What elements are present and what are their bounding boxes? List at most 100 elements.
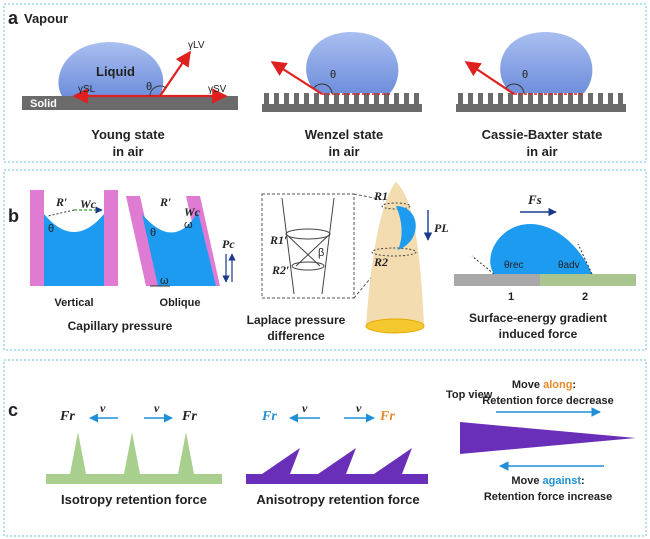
beta-line-2 [295, 233, 331, 267]
v-right-label: v [356, 401, 362, 415]
substrate-pillar [284, 93, 289, 105]
wedge-top-view [460, 422, 636, 454]
substrate-pillar [618, 93, 623, 105]
substrate-pillar [374, 93, 379, 105]
wenzel-caption-line2: in air [328, 144, 359, 159]
surface-caption-line1: Surface-energy gradient [469, 311, 607, 325]
zone-1-label: 1 [508, 291, 514, 303]
v-left-label: v [302, 401, 308, 415]
contact-tangent-arrow [464, 61, 515, 95]
surface-gradient-diagram: Fs θrec θadv 1 2 [454, 192, 636, 303]
substrate-pillar [568, 93, 573, 105]
fr-left-label: Fr [59, 409, 75, 424]
cone-edge-right [321, 197, 335, 295]
omega-label: ω [184, 219, 193, 231]
zone-1-surface [454, 274, 540, 286]
droplet [58, 42, 164, 96]
fs-label: Fs [527, 192, 542, 207]
top-view-diagram: Top view Move along: Retention force dec… [446, 379, 636, 503]
panel-a-border [3, 3, 647, 163]
substrate-pillar [334, 93, 339, 105]
theta-arc [149, 85, 167, 97]
substrate-pillar [344, 93, 349, 105]
substrate-pillar [314, 93, 319, 105]
move-along-word: along [543, 379, 572, 391]
substrate-pillar [588, 93, 593, 105]
move-against-suffix: : [581, 475, 585, 487]
fr-right-label: Fr [379, 409, 395, 424]
theta-label: θ [48, 223, 54, 235]
ratchet-1 [262, 448, 300, 474]
substrate-pillar [478, 93, 483, 105]
droplet [396, 206, 416, 250]
capillary-caption: Capillary pressure [68, 319, 173, 333]
left-wall [30, 190, 44, 286]
substrate-pillar [518, 93, 523, 105]
zone-2-surface [540, 274, 636, 286]
v-left-label: v [100, 401, 106, 415]
liquid-label: Liquid [96, 64, 135, 79]
cassie-caption-line2: in air [526, 144, 557, 159]
r1-prime-label: R1′ [269, 233, 287, 247]
r1-ellipse [381, 202, 411, 210]
r2-label: R2 [373, 255, 388, 269]
adv-tangent [577, 243, 593, 275]
along-effect-label: Retention force decrease [482, 395, 613, 407]
substrate-pillar [608, 93, 613, 105]
substrate-pillar [404, 93, 409, 105]
isotropy-diagram: Fr Fr v v [46, 401, 222, 484]
pl-label: PL [434, 221, 449, 235]
vertical-capillary: R′ Wc θ [30, 190, 118, 286]
substrate-pillar [324, 93, 329, 105]
zone-2-label: 2 [582, 291, 588, 303]
rec-tangent [471, 255, 495, 275]
substrate-pillar [488, 93, 493, 105]
substrate-pillar [364, 93, 369, 105]
panel-b-letter: b [8, 206, 19, 226]
substrate-pillar [394, 93, 399, 105]
substrate-pillar [414, 93, 419, 105]
move-along-prefix: Move [512, 379, 543, 391]
laplace-caption-line1: Laplace pressure [247, 313, 346, 327]
contact-tangent-arrow [270, 61, 323, 95]
pillared-substrate-base [262, 104, 422, 112]
young-caption-line1: Young state [91, 127, 164, 142]
isotropy-base [46, 474, 222, 484]
wc-label: Wc [80, 197, 97, 211]
fr-right-label: Fr [181, 409, 197, 424]
substrate-pillar [528, 93, 533, 105]
cone-2 [124, 432, 140, 474]
gamma-lv-arrow [159, 50, 191, 97]
right-wall [104, 190, 118, 286]
substrate-pillar [598, 93, 603, 105]
gamma-sv-label: γSV [208, 84, 227, 95]
substrate-pillar [294, 93, 299, 105]
r2-prime-ellipse [291, 261, 325, 271]
theta-label: θ [522, 69, 528, 81]
oblique-capillary: R′ Wc ω θ ω Pc [126, 195, 236, 287]
gamma-sl-label: γSL [78, 84, 96, 95]
substrate-pillar [538, 93, 543, 105]
vapour-label: Vapour [24, 11, 68, 26]
wenzel-caption-line1: Wenzel state [305, 127, 384, 142]
substrate-pillar [558, 93, 563, 105]
panel-b-border [3, 169, 647, 351]
theta-adv-label: θadv [558, 260, 580, 271]
r2-prime-label: R2′ [271, 263, 289, 277]
v-right-label: v [154, 401, 160, 415]
wc-label: Wc [184, 205, 201, 219]
ratchet-2 [318, 448, 356, 474]
panel-a: a Vapour Solid Liquid θ γLV γSL γSV Youn… [3, 3, 647, 163]
panel-c-border [3, 359, 647, 537]
panel-b: b R′ Wc θ R′ Wc ω θ ω Pc Vertical [3, 169, 647, 351]
substrate-pillar [304, 93, 309, 105]
theta-rec-label: θrec [504, 260, 523, 271]
isotropy-caption: Isotropy retention force [61, 492, 207, 507]
droplet [306, 32, 399, 93]
substrate-pillar [354, 93, 359, 105]
radius-line [47, 209, 75, 217]
substrate-pillar [274, 93, 279, 105]
substrate-pillar [548, 93, 553, 105]
young-caption-line2: in air [112, 144, 143, 159]
substrate-pillar [498, 93, 503, 105]
